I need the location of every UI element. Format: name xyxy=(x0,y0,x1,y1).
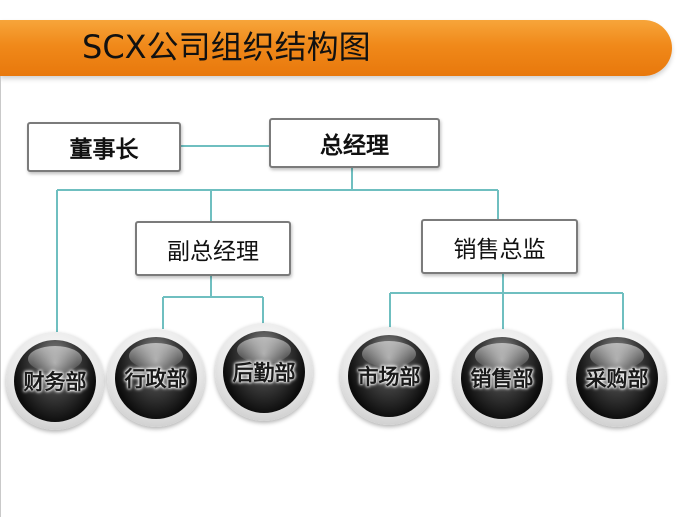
finance-dept-label: 财务部 xyxy=(23,370,87,394)
marketing-dept-node: 市场部 xyxy=(340,327,438,425)
sales-dept-node: 销售部 xyxy=(453,329,551,427)
admin-dept-label: 行政部 xyxy=(124,367,188,391)
page-title: SCX公司组织结构图 xyxy=(82,28,371,66)
left-divider xyxy=(0,76,1,517)
sales-dept-label: 销售部 xyxy=(470,367,534,391)
general-manager-box: 总经理 xyxy=(269,118,440,168)
chairman-box: 董事长 xyxy=(27,122,181,172)
logistics-dept-label: 后勤部 xyxy=(232,361,296,385)
sales-director-box: 销售总监 xyxy=(421,219,578,274)
finance-dept-node: 财务部 xyxy=(6,332,104,430)
purchasing-dept-label: 采购部 xyxy=(585,367,649,391)
admin-dept-node: 行政部 xyxy=(107,329,205,427)
title-banner: SCX公司组织结构图 xyxy=(0,20,672,76)
purchasing-dept-node: 采购部 xyxy=(568,329,666,427)
logistics-dept-node: 后勤部 xyxy=(215,323,313,421)
marketing-dept-label: 市场部 xyxy=(357,365,421,389)
deputy-gm-box: 副总经理 xyxy=(135,221,291,276)
